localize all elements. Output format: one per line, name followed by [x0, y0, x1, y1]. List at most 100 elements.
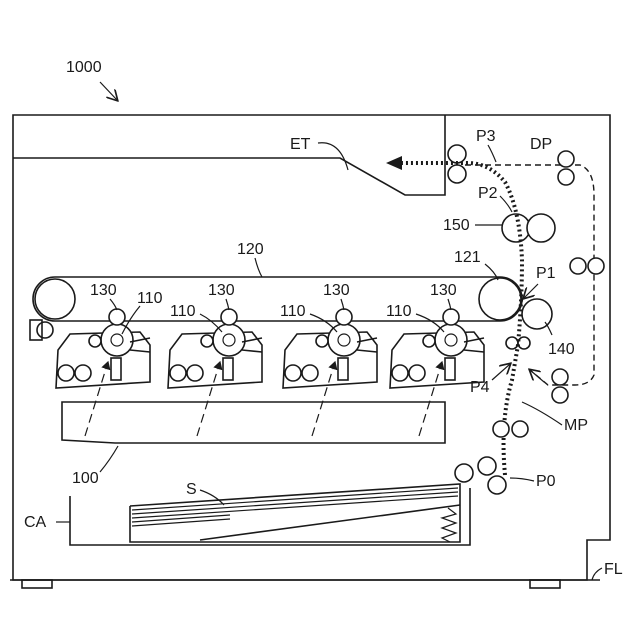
lift-spring	[442, 508, 456, 542]
exit-tray	[13, 115, 445, 195]
developer-roller-b	[187, 365, 203, 381]
charger-roller	[336, 309, 352, 325]
toner-slot-a	[223, 358, 233, 380]
exposure-unit	[62, 402, 445, 443]
leader-exit-tray	[318, 143, 348, 170]
sheet-line-4	[132, 515, 230, 522]
drum	[213, 324, 245, 356]
fixing-roller-left	[502, 214, 530, 242]
leader-belt	[255, 258, 262, 277]
belt-cleaner-roller	[37, 322, 53, 338]
exit-roller-top	[448, 145, 466, 163]
leader-charger-1	[110, 299, 117, 310]
label-drum-2: 110	[170, 303, 196, 320]
leader-path-p0	[510, 478, 534, 481]
developer-roller-a	[392, 365, 408, 381]
label-main-path: MP	[564, 417, 588, 434]
label-fixing-unit: 150	[443, 217, 470, 234]
leader-path-p2	[500, 196, 512, 212]
label-device: 1000	[66, 59, 102, 76]
toner-slot-a	[445, 358, 455, 380]
label-drive-roller: 121	[454, 249, 481, 266]
label-drum-1: 110	[137, 290, 163, 307]
pickup-roller-left	[455, 464, 473, 482]
developer-roller-a	[285, 365, 301, 381]
label-exit-tray: ET	[290, 136, 311, 153]
fixing-roller-right	[527, 214, 555, 242]
toner-slot-a	[111, 358, 121, 380]
developer-roller-b	[302, 365, 318, 381]
label-cassette: CA	[24, 514, 47, 531]
label-path-p0: P0	[536, 473, 556, 490]
charger-roller	[443, 309, 459, 325]
cleaner-roller	[201, 335, 213, 347]
label-exposure-unit: 100	[72, 470, 99, 487]
label-path-p3: P3	[476, 128, 496, 145]
sheet-stack	[130, 484, 460, 542]
toner-slot-a	[338, 358, 348, 380]
station-4: 130 110	[386, 282, 484, 436]
station-2: 130 110	[168, 282, 262, 436]
label-path-p1: P1	[536, 265, 556, 282]
feed-roller-1b	[512, 421, 528, 437]
leader-main-path	[522, 402, 562, 425]
belt-roller-left	[35, 279, 75, 319]
developer-roller-a	[170, 365, 186, 381]
sheet-line-5	[132, 519, 230, 526]
leader-device	[100, 82, 117, 100]
leader-path-p3	[488, 145, 496, 162]
leader-exposure-unit	[100, 446, 118, 472]
exit-roller-bottom	[448, 165, 466, 183]
cleaner-roller	[423, 335, 435, 347]
label-drum-4: 110	[386, 303, 412, 320]
duplex-roller-3a	[552, 369, 568, 385]
blade-2	[464, 350, 484, 352]
cleaner-roller	[89, 335, 101, 347]
transfer-roller	[522, 299, 552, 329]
developer-roller-a	[58, 365, 74, 381]
duplex-roller-2b	[588, 258, 604, 274]
leader-path-p1	[524, 284, 538, 298]
label-charger-2: 130	[208, 282, 235, 299]
label-duplex-path: DP	[530, 136, 552, 153]
blade-2	[357, 350, 377, 352]
blade-2	[130, 350, 150, 352]
blade-2	[242, 350, 262, 352]
leader-path-p4	[492, 364, 510, 380]
drum	[435, 324, 467, 356]
label-belt: 120	[237, 241, 264, 258]
duplex-roller-1a	[558, 151, 574, 167]
label-charger-1: 130	[90, 282, 117, 299]
label-sheet: S	[186, 481, 197, 498]
duplex-roller-1b	[558, 169, 574, 185]
belt-drive-roller	[479, 278, 521, 320]
label-charger-4: 130	[430, 282, 457, 299]
charger-roller	[221, 309, 237, 325]
leader-sheet	[200, 490, 224, 505]
leader-floor	[592, 568, 602, 580]
developer-roller-b	[409, 365, 425, 381]
drum	[101, 324, 133, 356]
duplex-roller-3b	[552, 387, 568, 403]
feed-roller-1a	[493, 421, 509, 437]
foot-right	[530, 580, 560, 588]
developer-roller-b	[75, 365, 91, 381]
foot-left	[22, 580, 52, 588]
station-3: 130 110	[280, 282, 377, 436]
registration-roller-right	[518, 337, 530, 349]
label-charger-3: 130	[323, 282, 350, 299]
main-path-arrowhead	[386, 156, 402, 170]
registration-roller-left	[506, 337, 518, 349]
duplex-arrow	[530, 370, 544, 382]
charger-roller	[109, 309, 125, 325]
cleaner-roller	[316, 335, 328, 347]
drum	[328, 324, 360, 356]
label-floor: FL	[604, 561, 623, 578]
label-drum-3: 110	[280, 303, 306, 320]
pickup-roller-bottom	[488, 476, 506, 494]
label-path-p2: P2	[478, 185, 498, 202]
label-transfer-roller: 140	[548, 341, 575, 358]
duplex-roller-2a	[570, 258, 586, 274]
pickup-roller-top	[478, 457, 496, 475]
